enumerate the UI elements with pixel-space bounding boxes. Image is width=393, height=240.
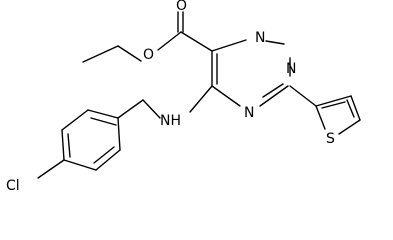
triazine-thiophene-bond (289, 85, 317, 107)
ring-ester-bond (180, 31, 213, 52)
ethyl-bond (82, 45, 119, 63)
amine-label: NH (160, 113, 181, 129)
ring-n2-label: N (286, 61, 296, 77)
aryl-cl-bond (37, 159, 65, 179)
sulfur-label: S (326, 131, 335, 147)
ester-oxygen-label: O (143, 47, 154, 63)
molecule-diagram: O O NH Cl N N N S (6, 0, 361, 194)
thiophene-ring (315, 95, 361, 135)
carbonyl-oxygen-label: O (176, 0, 187, 14)
nh-ch2-bond (142, 99, 161, 119)
chlorine-label: Cl (6, 178, 20, 194)
ring-n4-label: N (244, 105, 254, 121)
carbonyl-bond (177, 11, 184, 33)
ring-n1-label: N (255, 30, 265, 46)
triazine-ring (211, 39, 291, 107)
ch2-aryl-bond (117, 99, 144, 119)
ester-o-ch2-bond (117, 45, 142, 62)
benzene-ring (61, 109, 121, 171)
ring-nh-bond (189, 85, 213, 113)
ester-c-o-bond (157, 31, 182, 51)
